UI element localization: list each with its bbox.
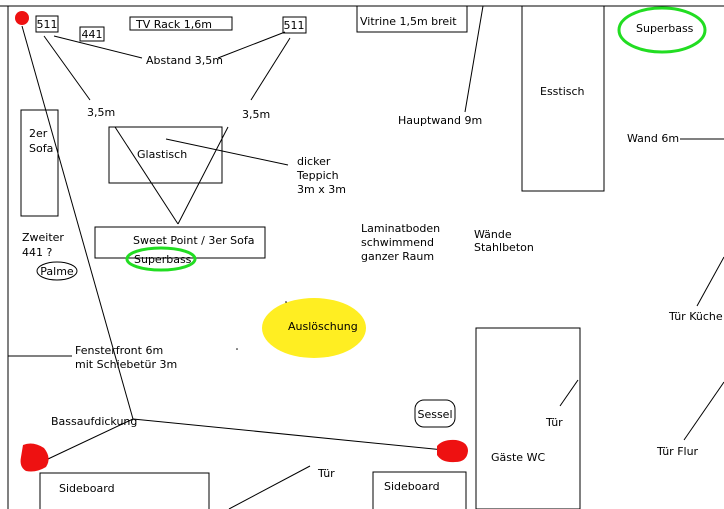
- sideboard-left-label: Sideboard: [59, 482, 115, 495]
- superbass-sofa: Superbass: [125, 246, 197, 272]
- sessel: Sessel: [414, 399, 456, 428]
- distance-left-label: 3,5m: [87, 106, 115, 119]
- center-speaker-label: 441: [82, 28, 103, 41]
- palme: Palme: [36, 261, 78, 281]
- sofa-2er-label-1: 2er: [29, 127, 48, 140]
- palme-label: Palme: [40, 265, 74, 278]
- ausloeschung-zone: Auslöschung: [262, 298, 366, 358]
- gaeste-wc: Tür Gäste WC: [475, 327, 581, 509]
- sideboard-right: Sideboard: [372, 471, 467, 509]
- sofa-2er-label-2: Sofa: [29, 142, 53, 155]
- superbass-sofa-label: Superbass: [134, 253, 192, 266]
- tuer-bottom-label: Tür: [317, 467, 335, 480]
- speaker-right-511: 511: [282, 16, 307, 34]
- center-speaker-441: 441: [79, 26, 105, 42]
- gaeste-wc-label: Gäste WC: [491, 451, 545, 464]
- teppich-label-2: Teppich: [296, 169, 339, 182]
- wand-label: Wand 6m: [627, 132, 679, 145]
- laminat-label-2: schwimmend: [361, 236, 434, 249]
- tuer-kueche-line: [696, 256, 724, 307]
- bass-spot-top-left: [15, 11, 29, 25]
- bass-spot-sessel: [437, 439, 468, 463]
- bass-spot-corner: [20, 443, 49, 472]
- tuer-wc-label: Tür: [545, 416, 563, 429]
- dot-mark: [285, 301, 287, 303]
- tuer-flur-line: [683, 381, 724, 441]
- laminat-label-3: ganzer Raum: [361, 250, 434, 263]
- vitrine: Vitrine 1,5m breit: [356, 6, 468, 33]
- superbass-top-label: Superbass: [636, 22, 694, 35]
- tuer-bottom-line: [228, 465, 311, 509]
- teppich-label-1: dicker: [297, 155, 331, 168]
- tuer-kueche-label: Tür Küche: [668, 310, 723, 323]
- dot-mark: [236, 348, 238, 350]
- waende-label-2: Stahlbeton: [474, 241, 534, 254]
- speaker-left-511: 511: [35, 15, 59, 33]
- glastisch: Glastisch: [108, 126, 223, 184]
- fensterfront-label-1: Fensterfront 6m: [75, 344, 163, 357]
- room-walls: [0, 5, 724, 509]
- fensterfront-label-2: mit Schiebetür 3m: [75, 358, 177, 371]
- sofa-2er: 2er Sofa: [20, 109, 59, 217]
- esstisch-label: Esstisch: [540, 85, 585, 98]
- zweiter-label-1: Zweiter: [22, 231, 64, 244]
- glastisch-label: Glastisch: [137, 148, 187, 161]
- tv-rack: TV Rack 1,6m: [129, 16, 233, 31]
- zweiter-label-2: 441 ?: [22, 246, 52, 259]
- bassaufdickung-label: Bassaufdickung: [51, 415, 137, 428]
- vitrine-label: Vitrine 1,5m breit: [360, 15, 457, 28]
- tuer-flur-label: Tür Flur: [656, 445, 699, 458]
- speaker-right-label: 511: [284, 19, 305, 32]
- tv-rack-label: TV Rack 1,6m: [135, 18, 212, 31]
- speaker-left-label: 511: [37, 18, 58, 31]
- sessel-label: Sessel: [417, 408, 452, 421]
- superbass-top-right: Superbass: [617, 6, 707, 54]
- ausloeschung-label: Auslöschung: [288, 320, 358, 333]
- sideboard-right-label: Sideboard: [384, 480, 440, 493]
- sweet-point-label: Sweet Point / 3er Sofa: [133, 234, 254, 247]
- laminat-label-1: Laminatboden: [361, 222, 440, 235]
- distance-right-label: 3,5m: [242, 108, 270, 121]
- hauptwand-label: Hauptwand 9m: [398, 114, 482, 127]
- hauptwand-pointer: [464, 5, 484, 113]
- sideboard-left: Sideboard: [39, 472, 210, 509]
- teppich-label-3: 3m x 3m: [297, 183, 346, 196]
- esstisch: Esstisch: [521, 6, 605, 192]
- distance-lines: [21, 25, 445, 460]
- sweet-point-sofa: Sweet Point / 3er Sofa: [94, 226, 266, 259]
- abstand-label: Abstand 3,5m: [146, 54, 223, 67]
- waende-label-1: Wände: [474, 228, 512, 241]
